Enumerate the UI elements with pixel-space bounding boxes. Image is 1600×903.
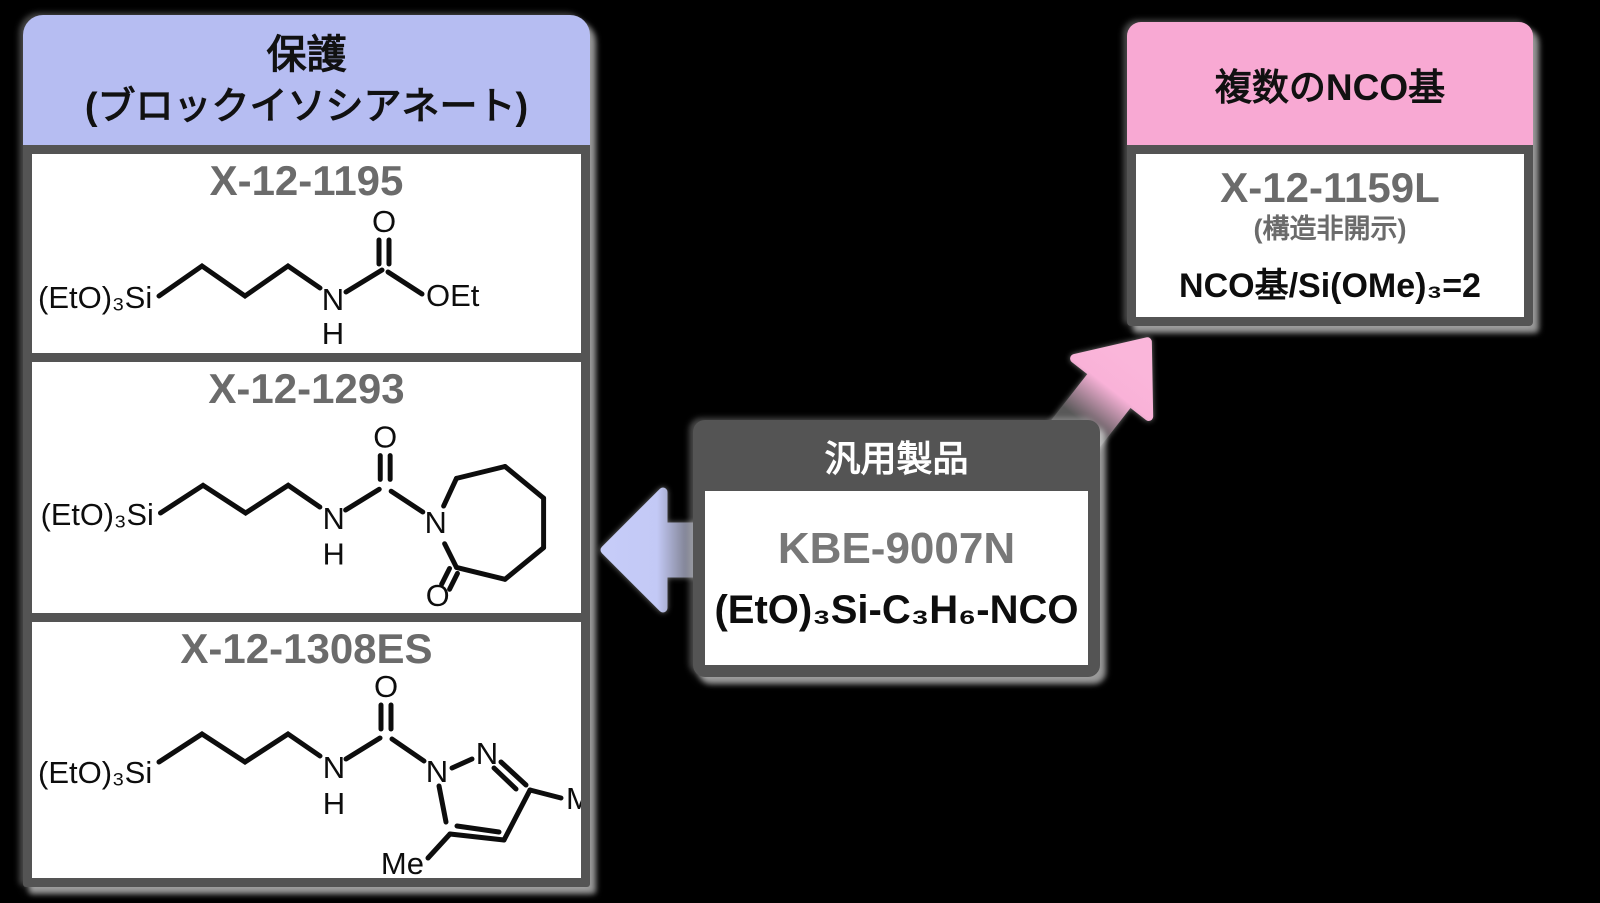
product-name: X-12-1195 [209, 157, 404, 204]
product-name: X-12-1308ES [180, 625, 433, 672]
methyl-label: Me [381, 846, 424, 876]
structure-x-12-1308es: (EtO)₃Si N H O N N Me Me [38, 674, 581, 876]
n-atom: N [323, 750, 345, 785]
product-card-x-12-1195: X-12-1195 (EtO)₃Si N H O OEt [32, 154, 581, 353]
structure-x-12-1195: (EtO)₃Si N H O OEt [38, 206, 480, 350]
blocked-isocyanate-panel: 保護 (ブロックイソシアネート) X-12-1195 (EtO)₃Si N [23, 15, 590, 887]
o-atom: O [374, 674, 398, 704]
silyl-label: (EtO)₃Si [38, 280, 152, 315]
n-atom: N [322, 282, 344, 317]
n-atom: N [323, 501, 345, 536]
product-name: X-12-1159L [1220, 164, 1440, 211]
silyl-label: (EtO)₃Si [38, 755, 152, 790]
h-atom: H [322, 316, 344, 350]
structure-undisclosed-note: (構造非開示) [1253, 214, 1407, 244]
product-name: X-12-1293 [208, 365, 405, 412]
methyl-label: Me [566, 781, 581, 816]
lavender-left-arrow [600, 487, 710, 613]
o-atom: O [372, 206, 396, 239]
ring-o-atom: O [426, 578, 450, 612]
bonds [156, 702, 564, 861]
silyl-label: (EtO)₃Si [41, 497, 154, 532]
multi-nco-frame: X-12-1159L (構造非開示) NCO基/Si(OMe)₃=2 [1127, 145, 1533, 326]
ring-n2-atom: N [476, 736, 498, 771]
generic-product-header: 汎用製品 [705, 420, 1088, 491]
oet-label: OEt [426, 278, 480, 313]
bonds [157, 453, 547, 592]
bonds [156, 237, 425, 300]
multi-nco-box: 複数のNCO基 X-12-1159L (構造非開示) NCO基/Si(OMe)₃… [1127, 22, 1533, 326]
product-name: KBE-9007N [777, 523, 1016, 573]
panel-title-line1: 保護 [266, 33, 347, 77]
blocked-isocyanate-products: X-12-1195 (EtO)₃Si N H O OEt [23, 145, 590, 887]
ring-n-atom: N [425, 505, 447, 540]
multi-nco-header: 複数のNCO基 [1127, 22, 1533, 145]
multi-nco-body: X-12-1159L (構造非開示) NCO基/Si(OMe)₃=2 [1136, 154, 1524, 317]
nco-si-ratio: NCO基/Si(OMe)₃=2 [1179, 267, 1481, 305]
h-atom: H [323, 786, 345, 821]
generic-product-title: 汎用製品 [824, 437, 969, 479]
product-card-x-12-1293: X-12-1293 [32, 362, 581, 613]
structure-x-12-1293: (EtO)₃Si N H O N O [41, 420, 547, 612]
ring-n1-atom: N [426, 754, 448, 789]
panel-title-line2: (ブロックイソシアネート) [84, 86, 529, 128]
multi-nco-title: 複数のNCO基 [1214, 66, 1446, 108]
product-card-x-12-1308es: X-12-1308ES [32, 622, 581, 878]
generic-product-body: KBE-9007N (EtO)₃Si-C₃H₆-NCO [705, 491, 1088, 665]
o-atom: O [373, 420, 397, 455]
blocked-isocyanate-header: 保護 (ブロックイソシアネート) [23, 15, 590, 145]
product-formula: (EtO)₃Si-C₃H₆-NCO [714, 587, 1079, 632]
h-atom: H [323, 536, 345, 571]
generic-product-box: 汎用製品 KBE-9007N (EtO)₃Si-C₃H₆-NCO [693, 420, 1100, 677]
